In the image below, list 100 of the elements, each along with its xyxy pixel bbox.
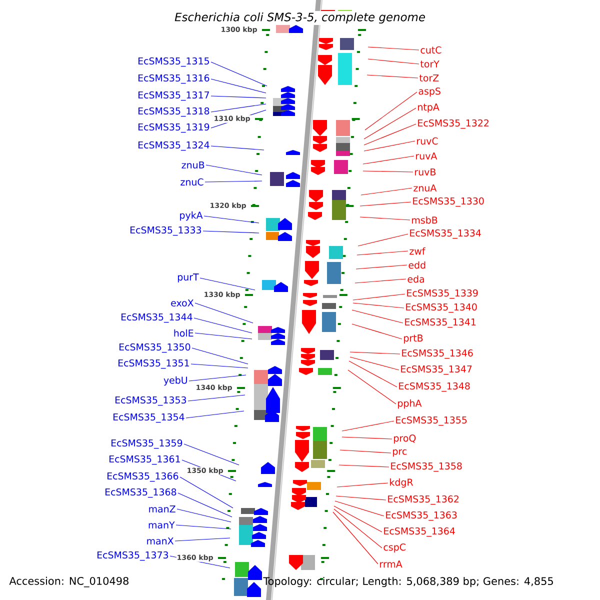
footer-text: Topology: circular; Length: 5,068,389 bp; Genes: 4,855 (263, 576, 553, 588)
leader-line (350, 356, 400, 370)
leader-line (360, 202, 412, 206)
gene-label: kdgR (390, 478, 414, 488)
gene-label: ntpA (418, 104, 440, 112)
leader-line (368, 46, 420, 50)
gene-label: EcSMS35_1351 (118, 359, 189, 369)
gene-label: EcSMS35_1366 (108, 472, 178, 482)
leader-line (194, 302, 254, 324)
leader-line (210, 78, 266, 94)
footer-text: Accession: NC_010498 (9, 576, 128, 588)
gene-label: eda (408, 275, 424, 283)
leader-line (210, 146, 264, 150)
gene-label: EcSMS35_1350 (120, 343, 190, 353)
gene-label: cspC (384, 544, 406, 552)
gene-label: EcSMS35_1346 (402, 349, 473, 359)
gene-label: pphA (398, 399, 422, 409)
gene-label: exoX (171, 299, 194, 307)
leader-line (192, 348, 248, 364)
gene-label: EcSMS35_1319 (138, 123, 210, 133)
leader-line (342, 436, 392, 440)
gene-label: EcSMS35_1353 (116, 396, 186, 406)
gene-label: znuA (414, 184, 437, 192)
gene-label: prtB (404, 334, 423, 344)
gene-label: EcSMS35_1339 (407, 289, 478, 299)
gene-label: EcSMS35_1355 (396, 416, 467, 426)
gene-label: EcSMS35_1363 (386, 511, 457, 521)
leader-line (210, 96, 266, 98)
leader-line (188, 394, 246, 402)
leader-line (352, 302, 404, 308)
leader-line (206, 164, 262, 176)
leader-line (336, 482, 388, 488)
leader-line (180, 476, 234, 508)
gene-label: znuB (182, 161, 204, 169)
leader-line (194, 332, 252, 340)
leader-line (342, 420, 394, 432)
gene-label: ruvB (415, 168, 436, 176)
leader-line (364, 124, 416, 146)
gene-label: manZ (149, 505, 176, 513)
leader-line (358, 234, 408, 246)
leader-line (340, 450, 392, 454)
gene-label: msbB (412, 216, 438, 224)
gene-label: yebU (164, 376, 187, 386)
leader-line (178, 492, 232, 518)
gene-label: torY (420, 60, 440, 68)
gene-label: torZ (419, 74, 439, 82)
gene-label: pykA (180, 211, 203, 221)
leader-line (366, 74, 418, 78)
gene-label: manX (147, 537, 174, 545)
gene-label: EcSMS35_1358 (391, 462, 462, 472)
gene-label: EcSMS35_1333 (130, 226, 202, 236)
leader-line (352, 324, 402, 340)
leader-line (348, 370, 396, 404)
leader-line (364, 92, 418, 130)
gene-label: EcSMS35_1344 (122, 313, 192, 323)
gene-label: rrmA (380, 560, 402, 568)
title: Escherichia coli SMS-3-5, complete genome (173, 10, 427, 26)
gene-label: EcSMS35_1324 (138, 141, 210, 151)
gene-label: EcSMS35_1368 (106, 488, 176, 498)
gene-label: EcSMS35_1318 (138, 107, 210, 117)
leader-line (188, 374, 246, 382)
gene-label: EcSMS35_1341 (405, 318, 476, 328)
leader-line (210, 104, 266, 112)
leader-line (334, 500, 384, 516)
gene-label: ruvA (416, 152, 438, 160)
gene-label: EcSMS35_1322 (418, 119, 488, 129)
gene-label: EcSMS35_1334 (410, 229, 481, 239)
gene-label: EcSMS35_1347 (401, 365, 472, 375)
leader-line (352, 310, 404, 324)
leader-line (174, 538, 230, 542)
leader-line (186, 410, 244, 418)
gene-label: manY (148, 521, 175, 529)
leader-line (334, 508, 382, 548)
leader-line (364, 140, 416, 152)
gene-label: EcSMS35_1316 (138, 74, 210, 84)
gene-label: EcSMS35_1340 (406, 303, 477, 313)
leader-line (332, 512, 378, 564)
leader-line (204, 216, 260, 224)
gene-label: cutC (420, 46, 442, 54)
gene-label: prc (393, 449, 407, 457)
leader-line (362, 170, 414, 172)
leader-line (364, 108, 416, 140)
gene-label: aspS (418, 88, 440, 96)
leader-line (354, 278, 406, 284)
leader-line (362, 156, 414, 164)
gene-label: EcSMS35_1330 (413, 197, 484, 207)
leader-line (356, 250, 408, 256)
gene-label: EcSMS35_1359 (112, 439, 182, 449)
leader-line (350, 352, 400, 354)
leader-line (356, 264, 408, 270)
leader-line (338, 464, 390, 468)
gene-label: znuC (180, 178, 204, 186)
gene-label: ruvC (417, 137, 438, 145)
leader-line (334, 506, 382, 532)
gene-label: proQ (394, 434, 416, 444)
leader-line (176, 524, 232, 530)
leader-line (184, 444, 240, 466)
leader-line (352, 294, 406, 300)
leader-line (348, 360, 398, 388)
gene-label: zwf (410, 247, 426, 255)
